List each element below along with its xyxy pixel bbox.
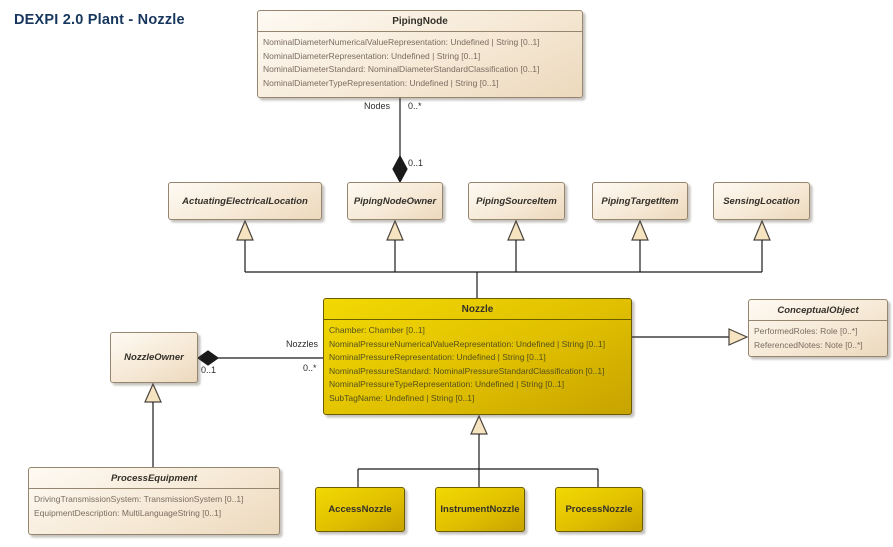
class-box-conceptualobject[interactable]: ConceptualObject PerformedRoles: Role [0… [748, 299, 888, 357]
connector-processequipment-nozzleowner [144, 382, 162, 467]
class-box-pipingsourceitem[interactable]: PipingSourceItem [468, 182, 565, 220]
attribute-compartment: Chamber: Chamber [0..1] NominalPressureN… [324, 319, 631, 407]
role-label-nodes: Nodes [363, 101, 390, 111]
attribute-compartment: PerformedRoles: Role [0..*] ReferencedNo… [749, 320, 887, 354]
attribute: NominalPressureNumericalValueRepresentat… [329, 338, 606, 349]
class-name: ConceptualObject [777, 305, 859, 316]
class-box-pipingtargetitem[interactable]: PipingTargetItem [592, 182, 688, 220]
multiplicity-label: 0..1 [201, 365, 217, 375]
class-name: ProcessEquipment [110, 473, 198, 484]
attribute: NominalDiameterStandard: NominalDiameter… [263, 64, 540, 74]
class-name: ProcessNozzle [565, 504, 633, 515]
attribute: SubTagName: Undefined | String [0..1] [329, 392, 475, 403]
class-name: NozzleOwner [124, 352, 184, 363]
attribute: Chamber: Chamber [0..1] [329, 325, 425, 335]
class-name: PipingTargetItem [601, 195, 679, 207]
class-name: AccessNozzle [328, 504, 392, 515]
attribute: NominalDiameterNumericalValueRepresentat… [263, 37, 540, 47]
class-box-nozzleowner[interactable]: NozzleOwner [110, 332, 198, 383]
attribute: NominalPressureTypeRepresentation: Undef… [329, 379, 565, 389]
connector-nozzle-generalizations [236, 219, 771, 298]
class-name: InstrumentNozzle [440, 504, 520, 515]
connector-nozzle-subtypes [357, 414, 599, 487]
attribute-compartment: NominalDiameterNumericalValueRepresentat… [258, 31, 582, 92]
multiplicity-label: 0..* [408, 101, 422, 111]
attribute: EquipmentDescription: MultiLanguageStrin… [34, 507, 222, 518]
attribute-compartment: DrivingTransmissionSystem: TransmissionS… [29, 488, 279, 522]
connector-pipingnode-composition [392, 98, 408, 184]
class-box-pipingnodeowner[interactable]: PipingNodeOwner [347, 182, 443, 220]
class-name: PipingNodeOwner [353, 195, 437, 207]
attribute: DrivingTransmissionSystem: TransmissionS… [34, 494, 244, 504]
class-box-accessnozzle[interactable]: AccessNozzle [315, 487, 405, 532]
class-name: ActuatingElectricalLocation [182, 195, 308, 207]
class-name: PipingNode [392, 16, 448, 27]
connector-nozzleowner-composition [196, 350, 323, 366]
class-box-sensinglocation[interactable]: SensingLocation [713, 182, 810, 220]
class-box-actuatingelectricallocation[interactable]: ActuatingElectricalLocation [168, 182, 322, 220]
connector-nozzle-conceptualobject [632, 328, 749, 346]
attribute: NominalDiameterRepresentation: Undefined… [263, 50, 481, 61]
attribute: NominalPressureRepresentation: Undefined… [329, 352, 546, 362]
attribute: ReferencedNotes: Note [0..*] [754, 339, 863, 350]
class-name: Nozzle [461, 304, 494, 315]
page-title: DEXPI 2.0 Plant - Nozzle [14, 12, 185, 28]
multiplicity-label: 0..1 [408, 158, 424, 168]
attribute: PerformedRoles: Role [0..*] [754, 326, 858, 336]
class-name: SensingLocation [723, 195, 800, 207]
multiplicity-label: 0..* [303, 363, 317, 373]
class-box-instrumentnozzle[interactable]: InstrumentNozzle [435, 487, 525, 532]
class-box-processequipment[interactable]: ProcessEquipment DrivingTransmissionSyst… [28, 467, 280, 535]
attribute: NominalDiameterTypeRepresentation: Undef… [263, 77, 499, 88]
class-box-pipingnode[interactable]: PipingNode NominalDiameterNumericalValue… [257, 10, 583, 98]
attribute: NominalPressureStandard: NominalPressure… [329, 365, 605, 376]
role-label-nozzles: Nozzles [285, 339, 318, 349]
class-name: PipingSourceItem [476, 195, 557, 207]
class-box-processnozzle[interactable]: ProcessNozzle [555, 487, 643, 532]
class-box-nozzle[interactable]: Nozzle Chamber: Chamber [0..1] NominalPr… [323, 298, 632, 415]
